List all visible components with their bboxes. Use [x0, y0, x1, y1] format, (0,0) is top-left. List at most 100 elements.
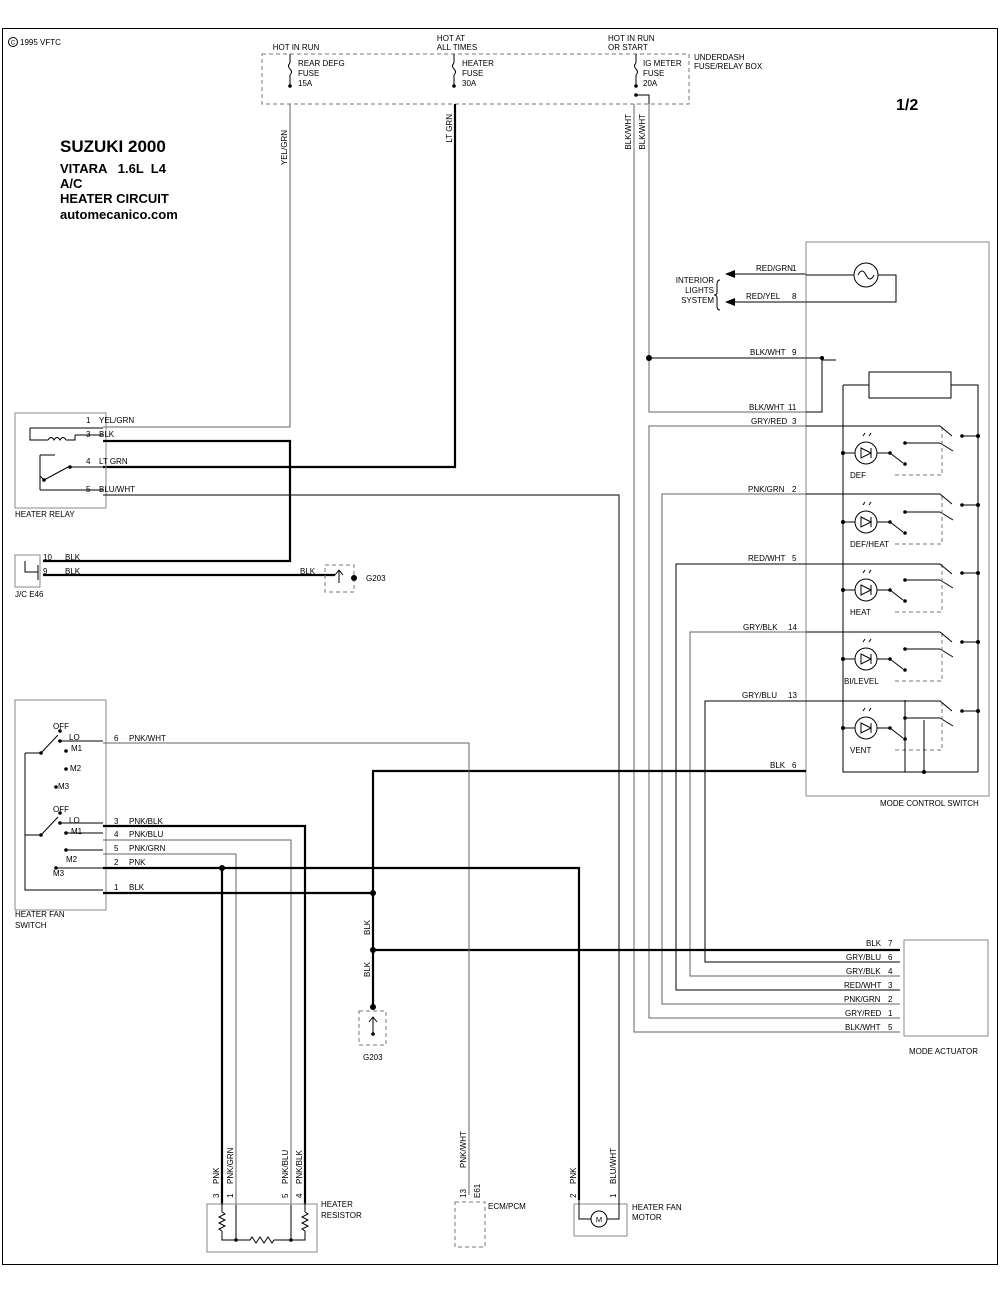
motor-symbol: M	[596, 1215, 602, 1224]
fsa-m2: M2	[70, 764, 82, 773]
contact-dot	[903, 531, 907, 535]
ground2-wire1: BLK	[363, 919, 372, 935]
fuse-box-label2: FUSE/RELAY BOX	[694, 62, 763, 71]
ma-wire5: BLK/WHT	[845, 1023, 881, 1032]
res-wire3: PNK	[212, 1167, 221, 1184]
mcs-pin2: 2	[792, 485, 797, 494]
junction-dot	[976, 434, 980, 438]
ground-g203-bottom: G203	[358, 1004, 387, 1062]
mcs-wire2: PNK/GRN	[748, 485, 785, 494]
ma-pin3: 3	[888, 981, 893, 990]
mode-led-icon	[854, 441, 878, 465]
mcs-pin9: 9	[792, 348, 797, 357]
page-frame	[2, 28, 998, 1265]
fsa-off: OFF	[53, 722, 69, 731]
fuse-box-label1: UNDERDASH	[694, 53, 745, 62]
interior-l3: SYSTEM	[681, 296, 714, 305]
junction-dot	[976, 503, 980, 507]
wire-lt-grn	[103, 104, 457, 469]
relay-coil-icon	[29, 428, 76, 441]
fsb-m3: M3	[53, 869, 65, 878]
fan-switch-wiper-b-icon	[25, 816, 59, 836]
wire-blk-wht-a	[633, 104, 900, 1033]
mcs-pin14: 14	[788, 623, 797, 632]
interior-brace-icon	[713, 279, 721, 311]
mcs-wire13: GRY/BLU	[742, 691, 777, 700]
wire-relay-blk	[43, 439, 292, 563]
mode-control-switch: MODE CONTROL SWITCH DEFDEF/HEATHEATBI/LE…	[805, 241, 990, 808]
fs-pin3: 3	[114, 817, 119, 826]
ma-pin6: 6	[888, 953, 893, 962]
mode-label: BI/LEVEL	[844, 677, 879, 686]
interior-l2: LIGHTS	[685, 286, 714, 295]
wire-pnk-blu	[103, 839, 292, 1205]
contact-dot	[903, 462, 907, 466]
motor-wire1: BLU/WHT	[609, 1148, 618, 1184]
fuse2-hot2: ALL TIMES	[437, 43, 477, 52]
fuse1-hot: HOT IN RUN	[273, 43, 320, 52]
mode-led-rays-icon	[862, 432, 872, 437]
fuse2-amp: 30A	[462, 79, 477, 88]
ma-pin7: 7	[888, 939, 893, 948]
title-line3: A/C	[60, 176, 83, 191]
res-pin5: 5	[281, 1193, 290, 1198]
mcs-wire6: BLK	[770, 761, 786, 770]
contact-dot	[960, 571, 964, 575]
relay-pin3-wire: BLK	[99, 430, 115, 439]
mode-label: VENT	[850, 746, 871, 755]
motor-pin1: 1	[609, 1193, 618, 1198]
relay-pin5: 5	[86, 485, 91, 494]
wire-gry-blk	[689, 631, 900, 977]
mcs-pin1: 1	[792, 264, 797, 273]
jc-pin9: 9	[43, 567, 48, 576]
resistor-icon-2	[236, 1236, 291, 1244]
wire-yel-grn	[103, 104, 291, 428]
ma-wire1: GRY/RED	[845, 1009, 882, 1018]
heater-relay-label: HEATER RELAY	[15, 510, 75, 519]
mode-mechanical-link	[895, 427, 943, 476]
fan-switch-label1: HEATER FAN	[15, 910, 65, 919]
mcs-wire11: BLK/WHT	[749, 403, 785, 412]
fsa-m1: M1	[71, 744, 83, 753]
wire-blu-wht	[103, 494, 620, 1200]
contact-dot	[960, 434, 964, 438]
relay-contact-icon	[39, 454, 103, 481]
mode-led-icon	[854, 510, 878, 534]
mode-contact	[905, 442, 954, 452]
fan-switch-label2: SWITCH	[15, 921, 47, 930]
heater-fan-switch: HEATER FAN SWITCH OFF LO M1 M2 M3 OFF LO…	[14, 699, 107, 930]
fuse1-symbol-icon	[288, 54, 292, 86]
mode-led-icon	[854, 647, 878, 671]
mode-ground-bus	[904, 700, 925, 772]
mode-input-wire	[806, 563, 953, 575]
jc-pin9-wire: BLK	[65, 567, 81, 576]
title-line1: SUZUKI 2000	[60, 137, 166, 156]
motor-label2: MOTOR	[632, 1213, 662, 1222]
mode-contact	[905, 717, 954, 727]
wire-red-wht	[675, 563, 900, 991]
wire-label-blk-wht-a: BLK/WHT	[624, 114, 633, 150]
heater-relay: HEATER RELAY	[14, 412, 107, 519]
junction-dot	[841, 520, 845, 524]
mode-input-wire	[806, 631, 953, 643]
contact-dot	[903, 599, 907, 603]
contact-dot	[888, 451, 892, 455]
mode-input-wire	[806, 425, 953, 437]
wire-pnk-grn-mcs	[661, 493, 900, 1005]
fuse3-hot1: HOT IN RUN	[608, 34, 655, 43]
ma-wire3: RED/WHT	[844, 981, 881, 990]
junction-dot	[976, 640, 980, 644]
relay-pin4-wire: LT GRN	[99, 457, 128, 466]
title-line5: automecanico.com	[60, 207, 178, 222]
arrow-left-icon-2	[725, 298, 735, 306]
page-number: 1/2	[896, 97, 918, 114]
res-wire5: PNK/BLU	[281, 1150, 290, 1184]
mode-led-diode-icon	[860, 722, 873, 734]
ecm-wire: PNK/WHT	[459, 1131, 468, 1168]
copyright-notice: C 1995 VFTC	[8, 37, 61, 47]
junction-dot	[841, 451, 845, 455]
mode-led-rays-icon	[862, 707, 872, 712]
jc-pin10-wire: BLK	[65, 553, 81, 562]
junction-dot	[976, 571, 980, 575]
